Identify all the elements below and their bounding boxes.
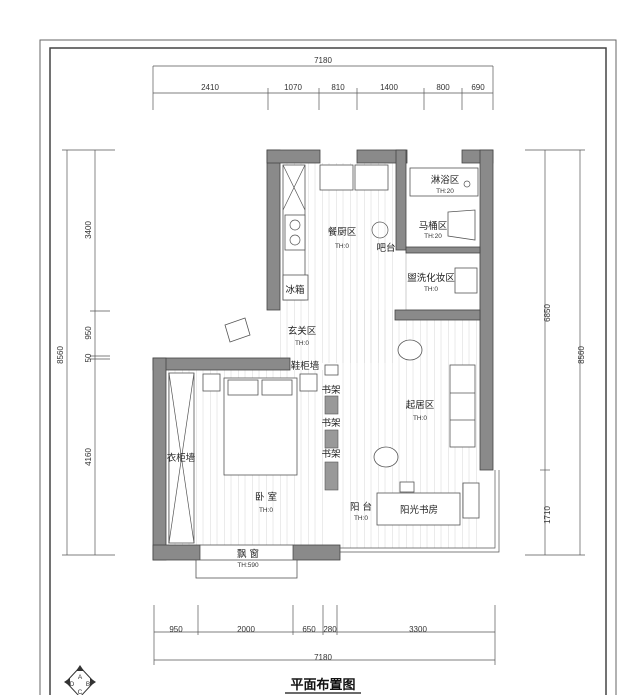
room-th: TH:590	[237, 562, 259, 569]
nightstand	[202, 373, 221, 392]
dim-left: 950	[84, 326, 93, 340]
toilet-icon	[447, 209, 476, 241]
room-th: TH:20	[424, 233, 442, 240]
dim-left-total: 8560	[56, 346, 65, 364]
room-label: 马桶区	[419, 220, 448, 232]
sink-icon	[319, 164, 354, 191]
room-label: 飘 窗	[237, 548, 259, 560]
svg-text:A: A	[78, 674, 83, 681]
dim-bottom: 650	[302, 625, 316, 634]
furniture	[168, 164, 480, 544]
compass-icon: A B C D	[64, 665, 96, 695]
room-th: TH:20	[436, 188, 454, 195]
room-label: 卧 室	[255, 491, 277, 503]
room-label: 阳光书房	[400, 504, 438, 516]
dim-top: 2410	[201, 83, 219, 92]
dimension-labels: 7180 2410 1070 810 1400 800 690 8560 340…	[56, 56, 586, 662]
sofa	[449, 364, 476, 448]
inner-frame	[49, 47, 607, 695]
walls	[152, 149, 494, 561]
dimension-lines	[62, 65, 585, 665]
svg-text:D: D	[70, 681, 75, 688]
dim-right: 1710	[543, 506, 552, 524]
dim-bottom: 2000	[237, 625, 255, 634]
balcony-edge	[195, 470, 500, 579]
room-th: TH:0	[259, 507, 273, 514]
room-label: 吧台	[376, 242, 395, 254]
washbasin-icon	[454, 267, 478, 294]
dim-top: 1070	[284, 83, 302, 92]
svg-text:B: B	[86, 681, 90, 688]
room-th: TH:0	[354, 515, 368, 522]
shelf-label: 书架	[321, 418, 341, 429]
dim-left: 4160	[84, 448, 93, 466]
dim-bottom: 950	[169, 625, 183, 634]
room-label: 玄关区	[288, 325, 317, 337]
dim-bottom: 280	[323, 625, 337, 634]
dim-top: 800	[436, 83, 450, 92]
shelf-label: 书架	[321, 449, 341, 460]
dim-right: 6850	[543, 304, 552, 322]
svg-text:C: C	[78, 689, 83, 695]
bathtub-icon	[409, 167, 479, 197]
room-label: 鞋柜墙	[291, 360, 320, 372]
drawing-title: 平面布置图	[290, 677, 355, 693]
room-th: TH:0	[424, 286, 438, 293]
dim-top: 690	[471, 83, 485, 92]
dim-bottom: 3300	[409, 625, 427, 634]
chair	[399, 481, 415, 493]
desk	[376, 492, 461, 526]
room-label: 餐厨区	[328, 226, 357, 238]
dim-top-total: 7180	[314, 56, 332, 65]
outer-frame	[39, 39, 617, 695]
dim-left: 3400	[84, 221, 93, 239]
plant-icon	[397, 339, 423, 361]
room-label: 阳 台	[350, 501, 372, 513]
room-label: 起居区	[406, 400, 435, 411]
shelf-label: 书架	[321, 385, 341, 396]
room-th: TH:0	[295, 340, 309, 347]
fridge-icon	[282, 274, 309, 301]
nightstand	[299, 373, 318, 392]
dim-left: 50	[84, 353, 93, 362]
room-labels: 淋浴区 TH:20 马桶区 TH:20 餐厨区 TH:0 吧台 盥洗化妆区 TH…	[167, 174, 460, 569]
plant-icon	[373, 446, 399, 468]
dim-top: 1400	[380, 83, 398, 92]
room-label: 淋浴区	[431, 174, 460, 186]
dim-top: 810	[331, 83, 345, 92]
room-th: TH:0	[335, 243, 349, 250]
dim-right-total: 8560	[577, 346, 586, 364]
room-label: 冰箱	[285, 284, 304, 296]
bar-stool-icon	[371, 221, 389, 239]
dim-bottom-total: 7180	[314, 653, 332, 662]
room-label: 盥洗化妆区	[407, 272, 455, 284]
room-th: TH:0	[413, 415, 427, 422]
room-label: 衣柜墙	[167, 452, 196, 464]
door-swing-icon	[224, 317, 251, 343]
